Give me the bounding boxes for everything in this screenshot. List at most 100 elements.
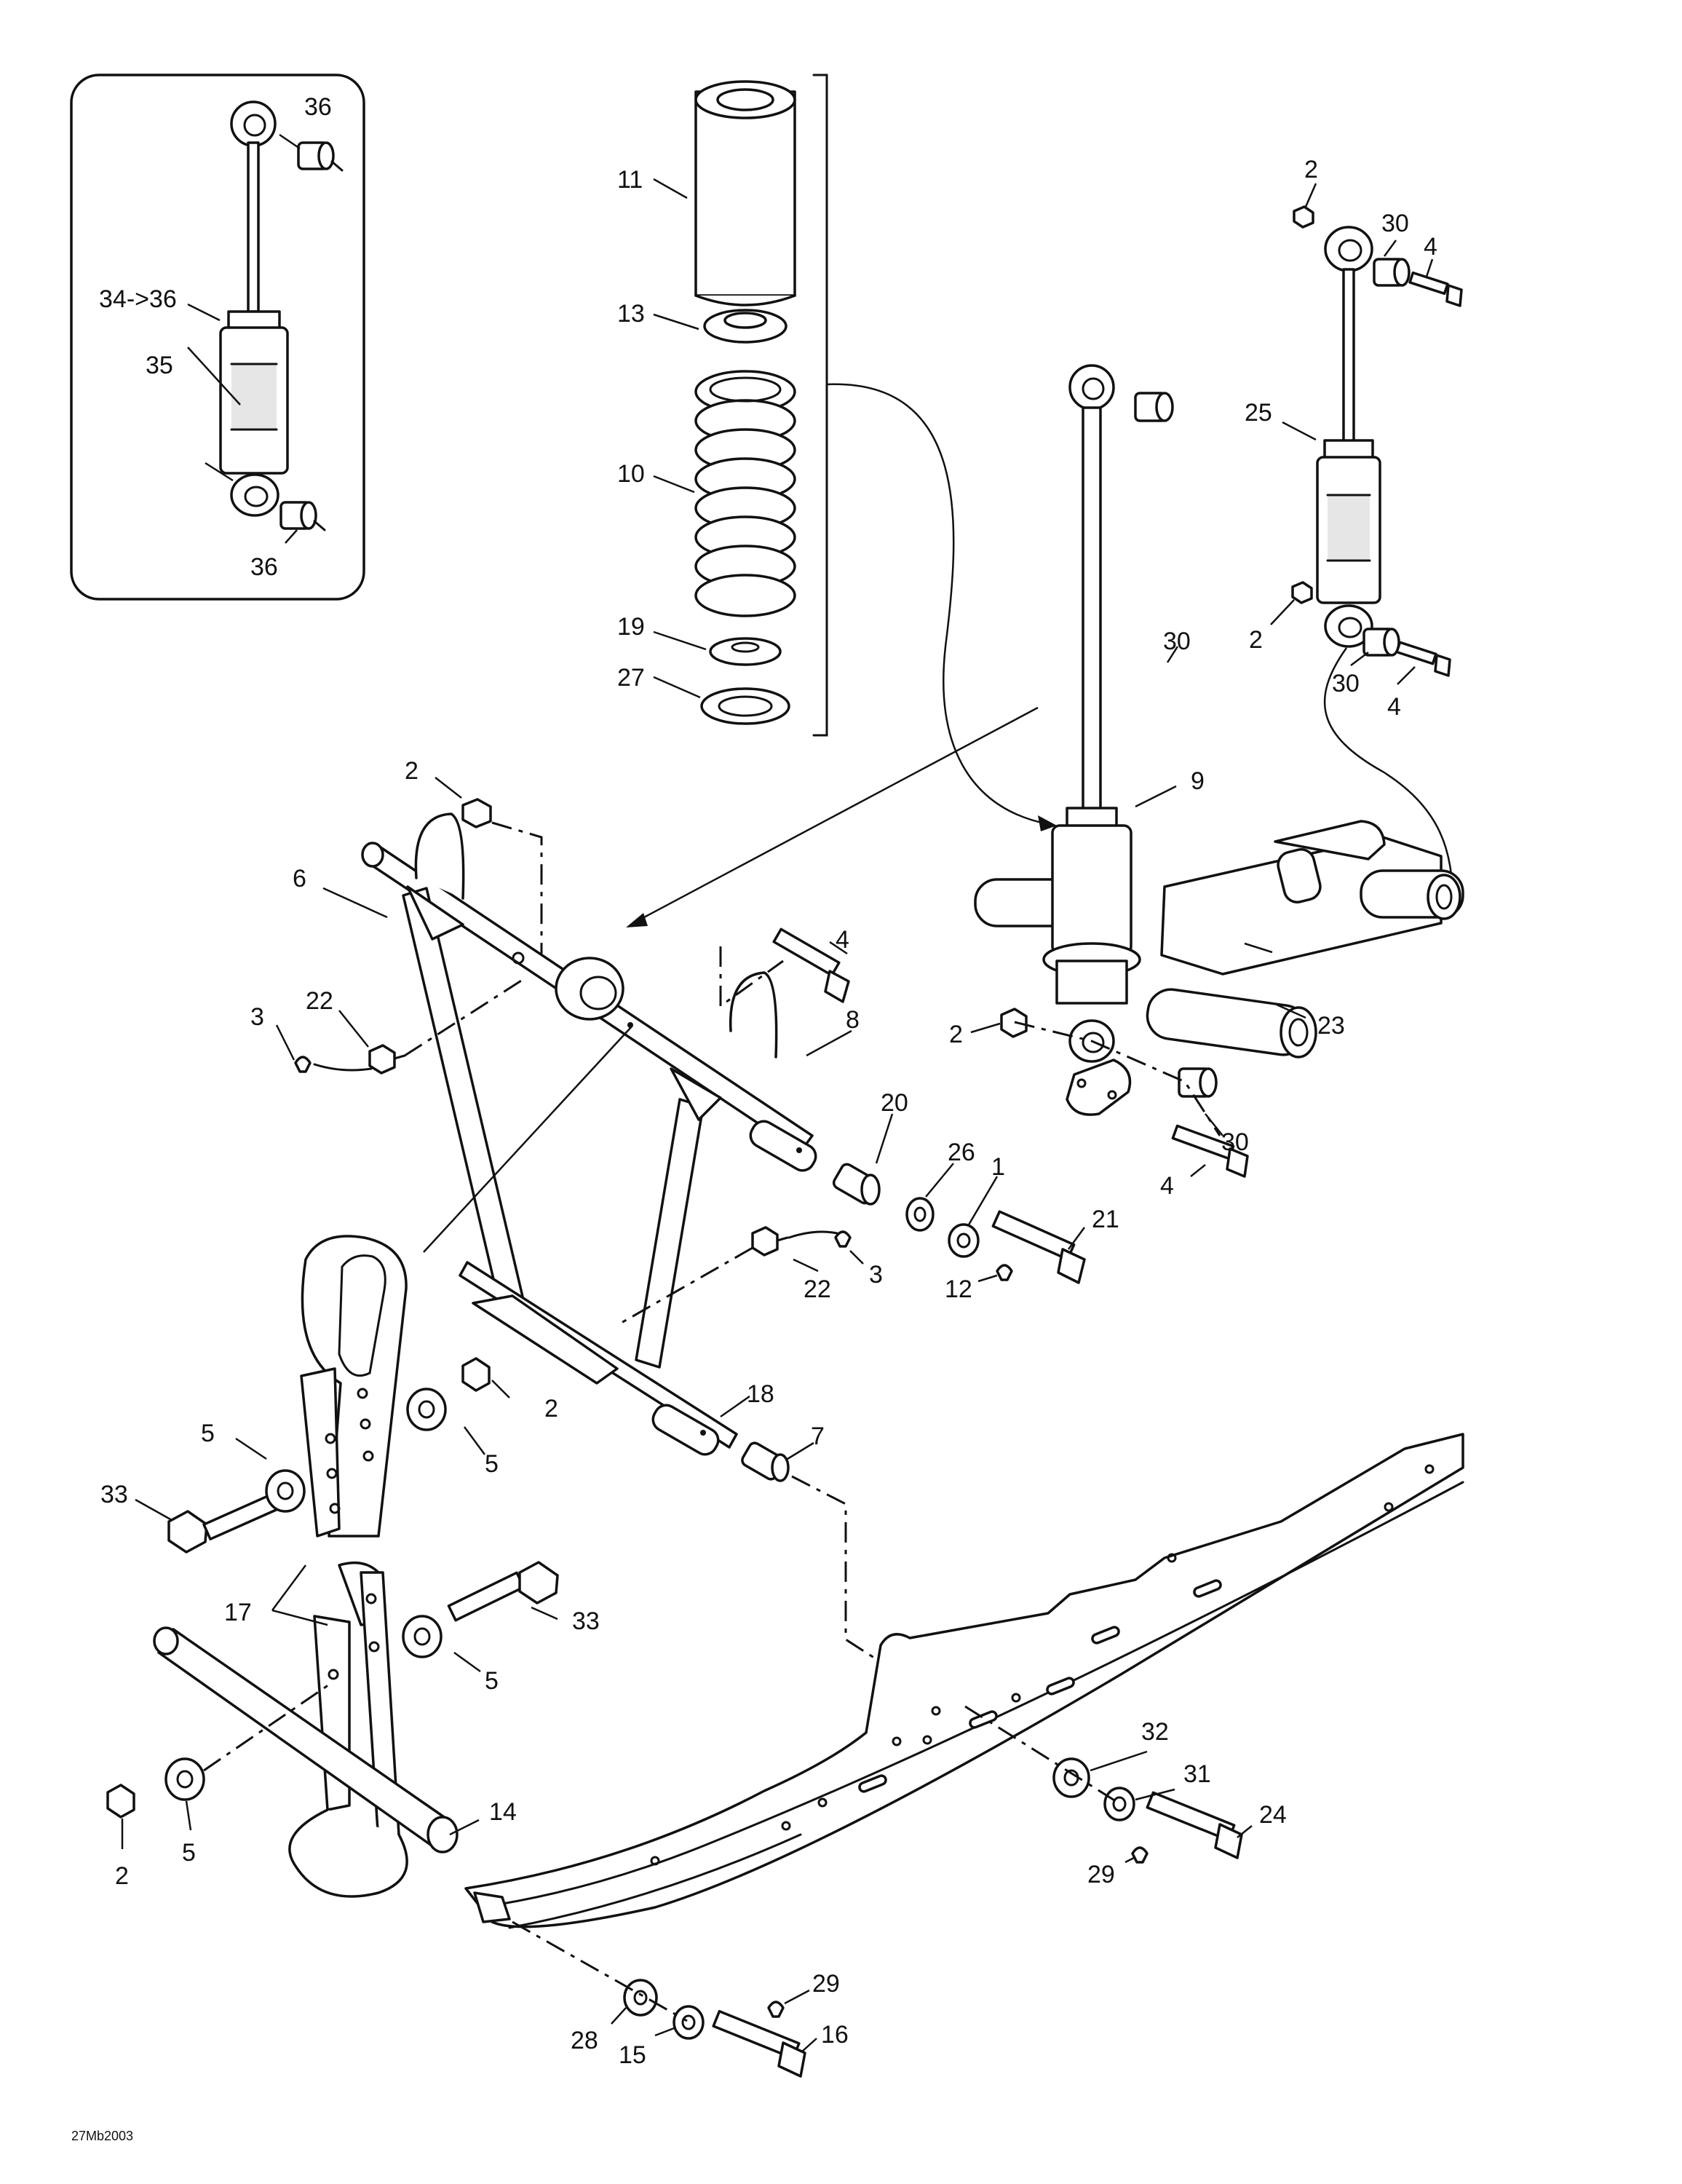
callout-4-main-bottom: 4 bbox=[1160, 1172, 1174, 1200]
cap-3-top bbox=[294, 1056, 312, 1073]
callout-9: 9 bbox=[1191, 767, 1205, 795]
rear-bolt-bottom bbox=[1395, 641, 1451, 677]
callout-3-top: 3 bbox=[250, 1003, 264, 1031]
callout-2-shaft: 2 bbox=[115, 1862, 129, 1890]
front-arm-assembly bbox=[361, 812, 817, 1456]
cap-3-bottom bbox=[834, 1230, 852, 1248]
callout-25: 25 bbox=[1245, 399, 1272, 427]
coil-spring bbox=[694, 370, 796, 617]
callout-13: 13 bbox=[617, 300, 645, 328]
callout-30-main-bottom: 30 bbox=[1221, 1128, 1249, 1156]
callout-5-d: 5 bbox=[182, 1839, 196, 1867]
washer-5-a bbox=[265, 1469, 306, 1513]
spring-seat bbox=[709, 637, 782, 666]
callout-26: 26 bbox=[948, 1139, 975, 1166]
callout-6: 6 bbox=[293, 865, 306, 893]
callout-12: 12 bbox=[945, 1275, 972, 1303]
washer-5-c bbox=[402, 1615, 443, 1658]
main-bolt-4-lower bbox=[1171, 1124, 1249, 1178]
inset-optional-shock-group: 36 34->36 35 36 bbox=[70, 74, 365, 601]
callout-21: 21 bbox=[1092, 1206, 1119, 1233]
callout-20: 20 bbox=[881, 1089, 908, 1117]
bumper-cover bbox=[694, 80, 796, 306]
bolt-33-upper bbox=[167, 1492, 281, 1554]
washer-31 bbox=[1103, 1787, 1135, 1821]
washer-32 bbox=[1052, 1757, 1090, 1798]
grease-fitting-22-top bbox=[368, 1044, 406, 1075]
front-link-group: 5 33 2 5 17 33 5 14 5 2 bbox=[100, 1235, 600, 1898]
callout-24: 24 bbox=[1259, 1801, 1287, 1829]
callout-2-rear-bottom: 2 bbox=[1249, 626, 1263, 654]
callout-33-upper: 33 bbox=[100, 1481, 128, 1508]
rear-shock-group: 2 30 4 25 2 30 4 bbox=[1245, 156, 1463, 913]
callout-33-lower: 33 bbox=[572, 1607, 600, 1635]
callout-2-rear-top: 2 bbox=[1304, 156, 1318, 183]
callout-28: 28 bbox=[571, 2027, 598, 2054]
front-bolt-4-top bbox=[772, 927, 850, 1003]
main-shock-group: 30 9 23 30 4 2 bbox=[626, 364, 1464, 1200]
washer-28 bbox=[623, 1979, 658, 2017]
callout-32: 32 bbox=[1141, 1718, 1169, 1746]
rear-bushing-bottom bbox=[1362, 628, 1400, 657]
callout-2-main: 2 bbox=[949, 1021, 963, 1048]
nut-2-b bbox=[106, 1784, 135, 1819]
grease-fitting-22-bottom bbox=[751, 1226, 789, 1257]
callout-5-a: 5 bbox=[201, 1420, 215, 1447]
front-nut-top-2 bbox=[461, 798, 492, 828]
callout-35: 35 bbox=[146, 352, 173, 379]
washer-26 bbox=[905, 1197, 935, 1232]
callout-29-right: 29 bbox=[1087, 1861, 1115, 1888]
front-arm-group: 2 6 22 3 4 8 20 26 1 21 12 3 22 18 7 bbox=[250, 757, 1119, 1670]
main-nut-2 bbox=[1000, 1008, 1028, 1038]
rear-nut-top bbox=[1293, 205, 1314, 229]
callout-4-rear-bottom: 4 bbox=[1387, 693, 1401, 721]
inset-shock-absorber bbox=[219, 100, 289, 517]
callout-29-bottom: 29 bbox=[812, 1970, 840, 1998]
callout-4-front: 4 bbox=[836, 926, 849, 954]
bushing-20 bbox=[832, 1163, 881, 1206]
link-arm-upper bbox=[300, 1235, 408, 1538]
cap-12 bbox=[996, 1264, 1013, 1281]
bolt-33-lower bbox=[447, 1561, 559, 1622]
main-shock-bushing-top bbox=[1134, 392, 1174, 422]
nut-2-a bbox=[461, 1357, 491, 1392]
callout-18: 18 bbox=[747, 1380, 774, 1408]
callout-3-bottom: 3 bbox=[869, 1261, 883, 1289]
bolt-16 bbox=[712, 2009, 806, 2078]
callout-14: 14 bbox=[489, 1798, 517, 1826]
reference-code: 27Mb2003 bbox=[71, 2129, 133, 2143]
callout-5-c: 5 bbox=[485, 1667, 499, 1695]
cross-shaft-14 bbox=[153, 1626, 459, 1853]
inset-bushing-top bbox=[297, 141, 344, 172]
callout-22-bottom: 22 bbox=[804, 1275, 831, 1303]
callout-8: 8 bbox=[846, 1006, 860, 1034]
callout-4-rear-top: 4 bbox=[1424, 233, 1437, 261]
callout-2-front-top: 2 bbox=[405, 757, 418, 785]
rear-bushing-top bbox=[1373, 258, 1411, 287]
callout-5-b: 5 bbox=[485, 1450, 499, 1478]
callout-17: 17 bbox=[224, 1599, 252, 1626]
callout-30-main-top: 30 bbox=[1163, 628, 1191, 655]
washer-15 bbox=[673, 2005, 705, 2040]
callout-30-rear-top: 30 bbox=[1381, 210, 1409, 237]
callout-30-rear-bottom: 30 bbox=[1332, 670, 1360, 697]
rear-shock-absorber bbox=[1316, 226, 1381, 648]
callout-36-bottom: 36 bbox=[250, 553, 278, 581]
callout-16: 16 bbox=[821, 2021, 849, 2049]
callout-11: 11 bbox=[617, 166, 643, 194]
callout-27: 27 bbox=[617, 664, 645, 692]
callout-7: 7 bbox=[811, 1423, 825, 1450]
main-shock-bushing-bottom bbox=[1178, 1067, 1218, 1098]
rear-nut-bottom bbox=[1291, 581, 1313, 604]
slide-rail-group: 32 31 24 29 28 15 29 16 bbox=[464, 1433, 1464, 2078]
inset-bushing-bottom bbox=[279, 501, 326, 531]
bushing-7 bbox=[741, 1441, 790, 1482]
cap-29-right bbox=[1131, 1846, 1149, 1864]
callout-23: 23 bbox=[1317, 1012, 1345, 1040]
main-shock-absorber bbox=[1042, 364, 1141, 1063]
inset-frame bbox=[70, 74, 365, 601]
spring-stopper bbox=[703, 309, 788, 344]
bolt-21 bbox=[991, 1210, 1086, 1284]
